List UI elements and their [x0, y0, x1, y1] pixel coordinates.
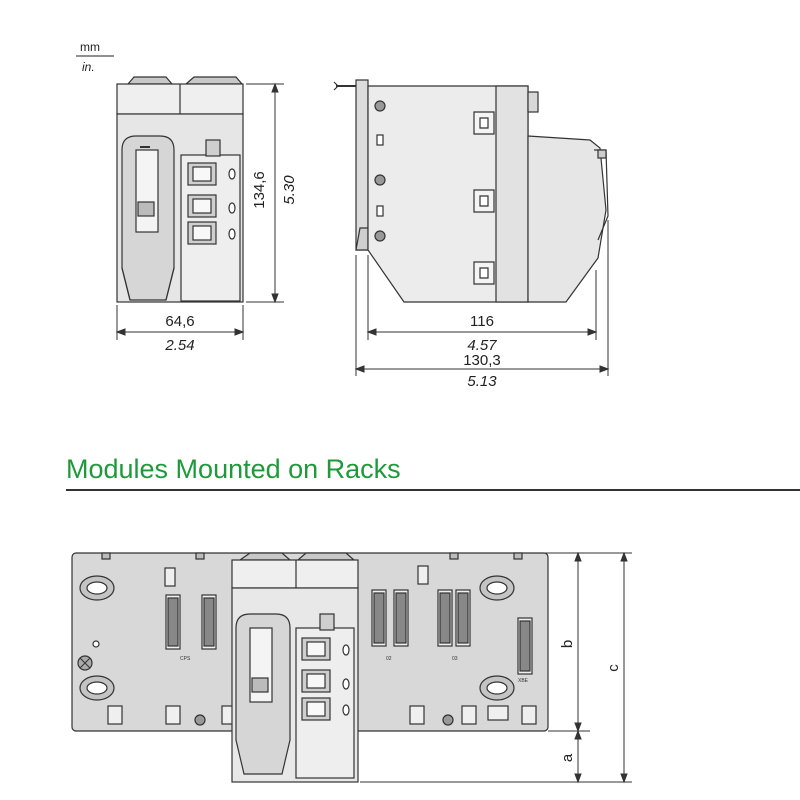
units-legend: mm in. [76, 40, 114, 74]
side-depth-in: 4.57 [467, 337, 497, 354]
front-width-in: 2.54 [164, 337, 194, 354]
side-total-depth-in: 5.13 [467, 373, 497, 390]
rack-dim-a: a [559, 753, 576, 762]
rack-dimensions [358, 551, 632, 784]
front-width-dimension [115, 305, 245, 340]
unit-mm: mm [80, 40, 100, 54]
side-depth-dimension [366, 255, 598, 340]
rack-dim-b: b [559, 640, 576, 648]
front-height-mm: 134,6 [251, 171, 268, 209]
side-total-depth-dimension [354, 220, 610, 376]
slot-label-02: 02 [386, 656, 392, 662]
rack-cpu-module [231, 552, 359, 783]
side-view-module [333, 79, 609, 303]
slot-label-cps: CPS [180, 656, 191, 662]
front-height-in: 5.30 [281, 175, 298, 205]
section-title: Modules Mounted on Racks [66, 454, 401, 484]
slot-label-xbe: XBE [518, 678, 529, 684]
front-width-mm: 64,6 [165, 313, 194, 330]
front-view-module [116, 76, 244, 303]
section-divider [66, 489, 800, 491]
rack-dim-c: c [605, 664, 622, 672]
side-depth-mm: 116 [470, 313, 494, 330]
unit-in: in. [82, 60, 95, 74]
side-total-depth-mm: 130,3 [463, 352, 501, 369]
front-height-dimension [246, 82, 284, 304]
slot-label-03: 03 [452, 656, 458, 662]
